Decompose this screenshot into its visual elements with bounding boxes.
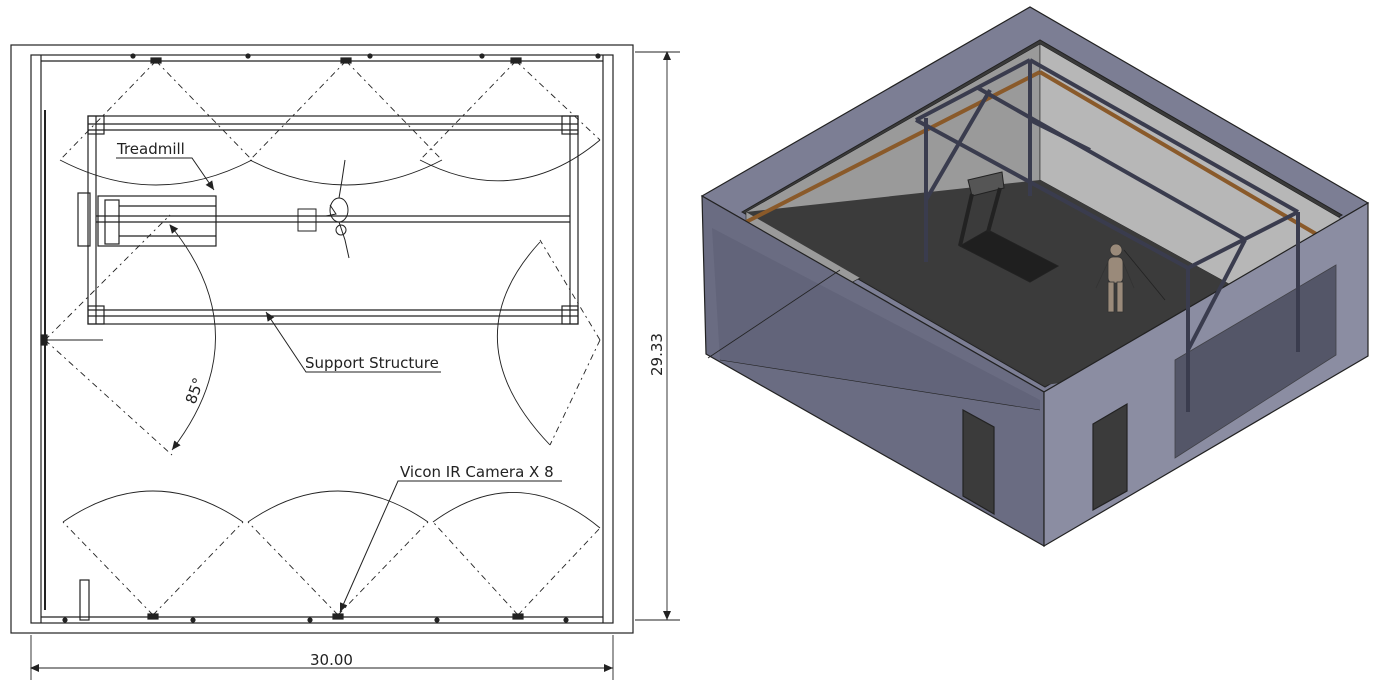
window-right xyxy=(1174,264,1337,459)
treadmill-label: Treadmill xyxy=(116,140,185,158)
isometric-view xyxy=(700,6,1370,548)
person-3d xyxy=(1095,243,1166,313)
camera-markers xyxy=(40,53,601,623)
door-right xyxy=(1092,402,1128,512)
height-dimension: 29.33 xyxy=(648,333,666,376)
person-figure xyxy=(297,159,350,259)
camera-label: Vicon IR Camera X 8 xyxy=(400,463,554,481)
inner-wall xyxy=(30,54,614,624)
door-left xyxy=(962,408,995,516)
treadmill-3d xyxy=(958,171,1060,283)
angle-label: 85° xyxy=(182,375,208,406)
treadmill-plan xyxy=(77,192,217,247)
dimension-lines xyxy=(30,51,680,680)
support-frame-3d xyxy=(915,58,1300,412)
leader-lines xyxy=(116,157,562,613)
camera-fov-top xyxy=(59,60,601,161)
support-structure-label: Support Structure xyxy=(305,354,439,372)
outer-wall xyxy=(10,44,634,634)
width-dimension: 30.00 xyxy=(310,651,353,669)
camera-fov-sides xyxy=(44,214,601,456)
camera-fov-bottom xyxy=(62,521,601,616)
floor-plan xyxy=(10,44,680,680)
support-structure xyxy=(87,115,579,325)
